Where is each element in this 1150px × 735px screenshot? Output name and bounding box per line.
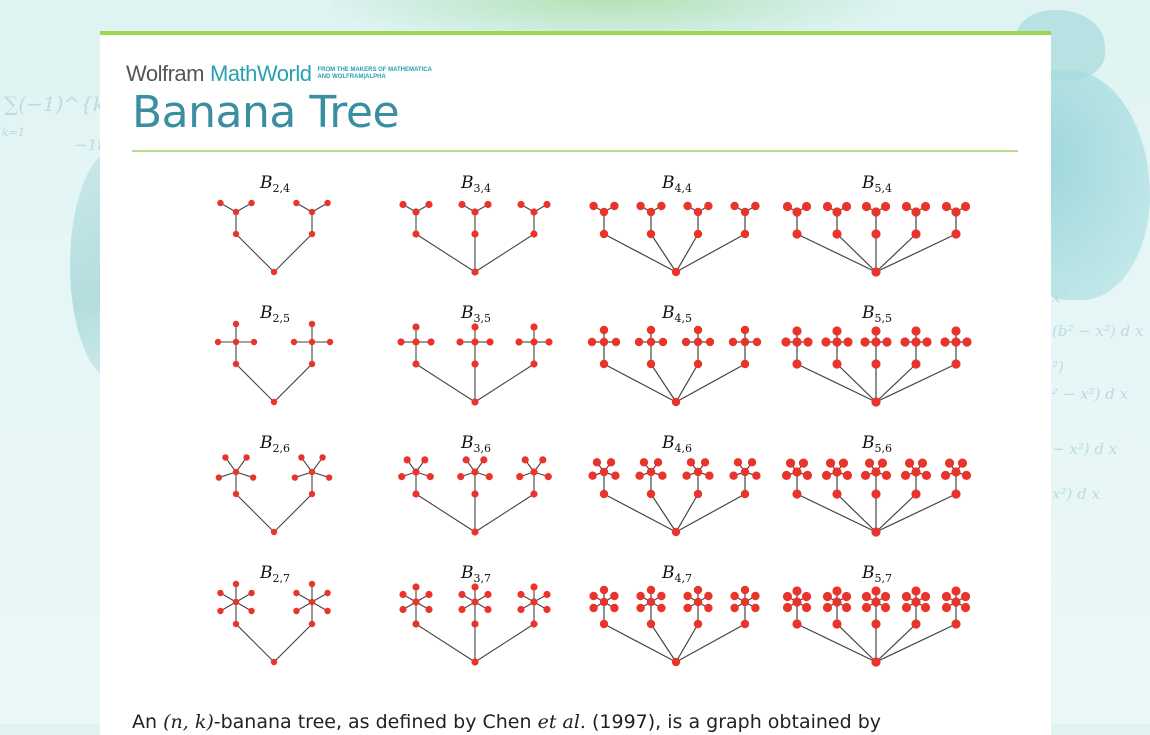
- mathworld-logo[interactable]: Wolfram MathWorld FROM THE MAKERS OF MAT…: [126, 61, 432, 87]
- content-card: Wolfram MathWorld FROM THE MAKERS OF MAT…: [100, 31, 1051, 735]
- graph-vertices: [589, 201, 760, 277]
- graph-edges: [593, 590, 756, 663]
- background-formula: ²): [1052, 358, 1064, 376]
- graph-edges: [593, 205, 756, 273]
- background-formula: k=1: [2, 126, 25, 139]
- banana-tree-graph: B5,5: [781, 303, 972, 407]
- banana-tree-graph: B2,6: [215, 433, 333, 536]
- banana-tree-graph: B3,5: [397, 303, 553, 406]
- graph-vertices: [588, 458, 761, 537]
- graph-vertices: [397, 323, 553, 406]
- graph-label: B4,7: [661, 563, 692, 585]
- background-formula: (b² − x²) d x: [1052, 322, 1144, 340]
- graph-label: B5,5: [861, 303, 892, 325]
- graph-vertices: [217, 580, 331, 666]
- graph-label: B2,7: [259, 563, 290, 585]
- banana-tree-graph: B4,4: [589, 173, 760, 277]
- graph-label: B2,6: [259, 433, 290, 455]
- graph-edges: [402, 204, 548, 273]
- banana-tree-graph: B5,7: [782, 563, 971, 667]
- logo-mathworld-text: MathWorld: [210, 61, 312, 86]
- graph-label: B3,7: [460, 563, 491, 585]
- page-title: Banana Tree: [132, 87, 400, 138]
- graph-label: B3,6: [460, 433, 491, 455]
- banana-tree-graph: B3,4: [399, 173, 551, 276]
- logo-tagline-line1: FROM THE MAKERS OF MATHEMATICA: [317, 67, 432, 73]
- graph-label: B5,6: [861, 433, 892, 455]
- graph-label: B2,4: [259, 173, 290, 195]
- logo-wolfram-text: Wolfram: [126, 61, 205, 86]
- logo-tagline-line2: AND WOLFRAM|ALPHA: [317, 74, 386, 80]
- graph-vertices: [589, 585, 760, 667]
- banana-tree-graph: B3,6: [398, 433, 552, 536]
- graph-label: B3,4: [460, 173, 491, 195]
- graph-vertices: [399, 583, 551, 666]
- banana-tree-graph: B5,6: [781, 433, 972, 537]
- graph-vertices: [587, 325, 762, 407]
- logo-tagline: FROM THE MAKERS OF MATHEMATICA AND WOLFR…: [317, 67, 431, 81]
- graph-vertices: [217, 199, 331, 276]
- graph-vertices: [782, 201, 971, 277]
- graph-vertices: [399, 200, 551, 276]
- banana-tree-graph: B2,5: [214, 303, 334, 406]
- graph-label: B3,5: [460, 303, 491, 325]
- background-formula: ² − x²) d x: [1052, 385, 1129, 403]
- background-formula: x²) d x: [1052, 485, 1100, 503]
- banana-tree-graph: B4,5: [587, 303, 762, 407]
- graph-vertices: [398, 456, 552, 536]
- banana-tree-graph: B2,7: [217, 563, 331, 666]
- graph-label: B4,5: [661, 303, 692, 325]
- background-formula: x²: [1052, 288, 1067, 306]
- banana-tree-graph: B3,7: [399, 563, 551, 666]
- banana-tree-graph: B4,7: [589, 563, 760, 667]
- graph-label: B2,5: [259, 303, 290, 325]
- graph-label: B5,7: [861, 563, 892, 585]
- graph-vertices: [215, 454, 333, 536]
- banana-tree-graph: B4,6: [588, 433, 761, 537]
- banana-tree-graph: B2,4: [217, 173, 331, 276]
- graph-vertices: [781, 458, 972, 537]
- background-formula: − x²) d x: [1052, 440, 1118, 458]
- graph-label: B4,6: [661, 433, 692, 455]
- title-divider: [132, 150, 1018, 152]
- graph-vertices: [781, 326, 972, 407]
- graph-vertices: [214, 320, 334, 406]
- banana-tree-graph: B5,4: [782, 173, 971, 277]
- background-formula: −1n: [75, 136, 107, 154]
- graph-label: B4,4: [661, 173, 692, 195]
- graph-vertices: [782, 586, 971, 667]
- graph-label: B5,4: [861, 173, 892, 195]
